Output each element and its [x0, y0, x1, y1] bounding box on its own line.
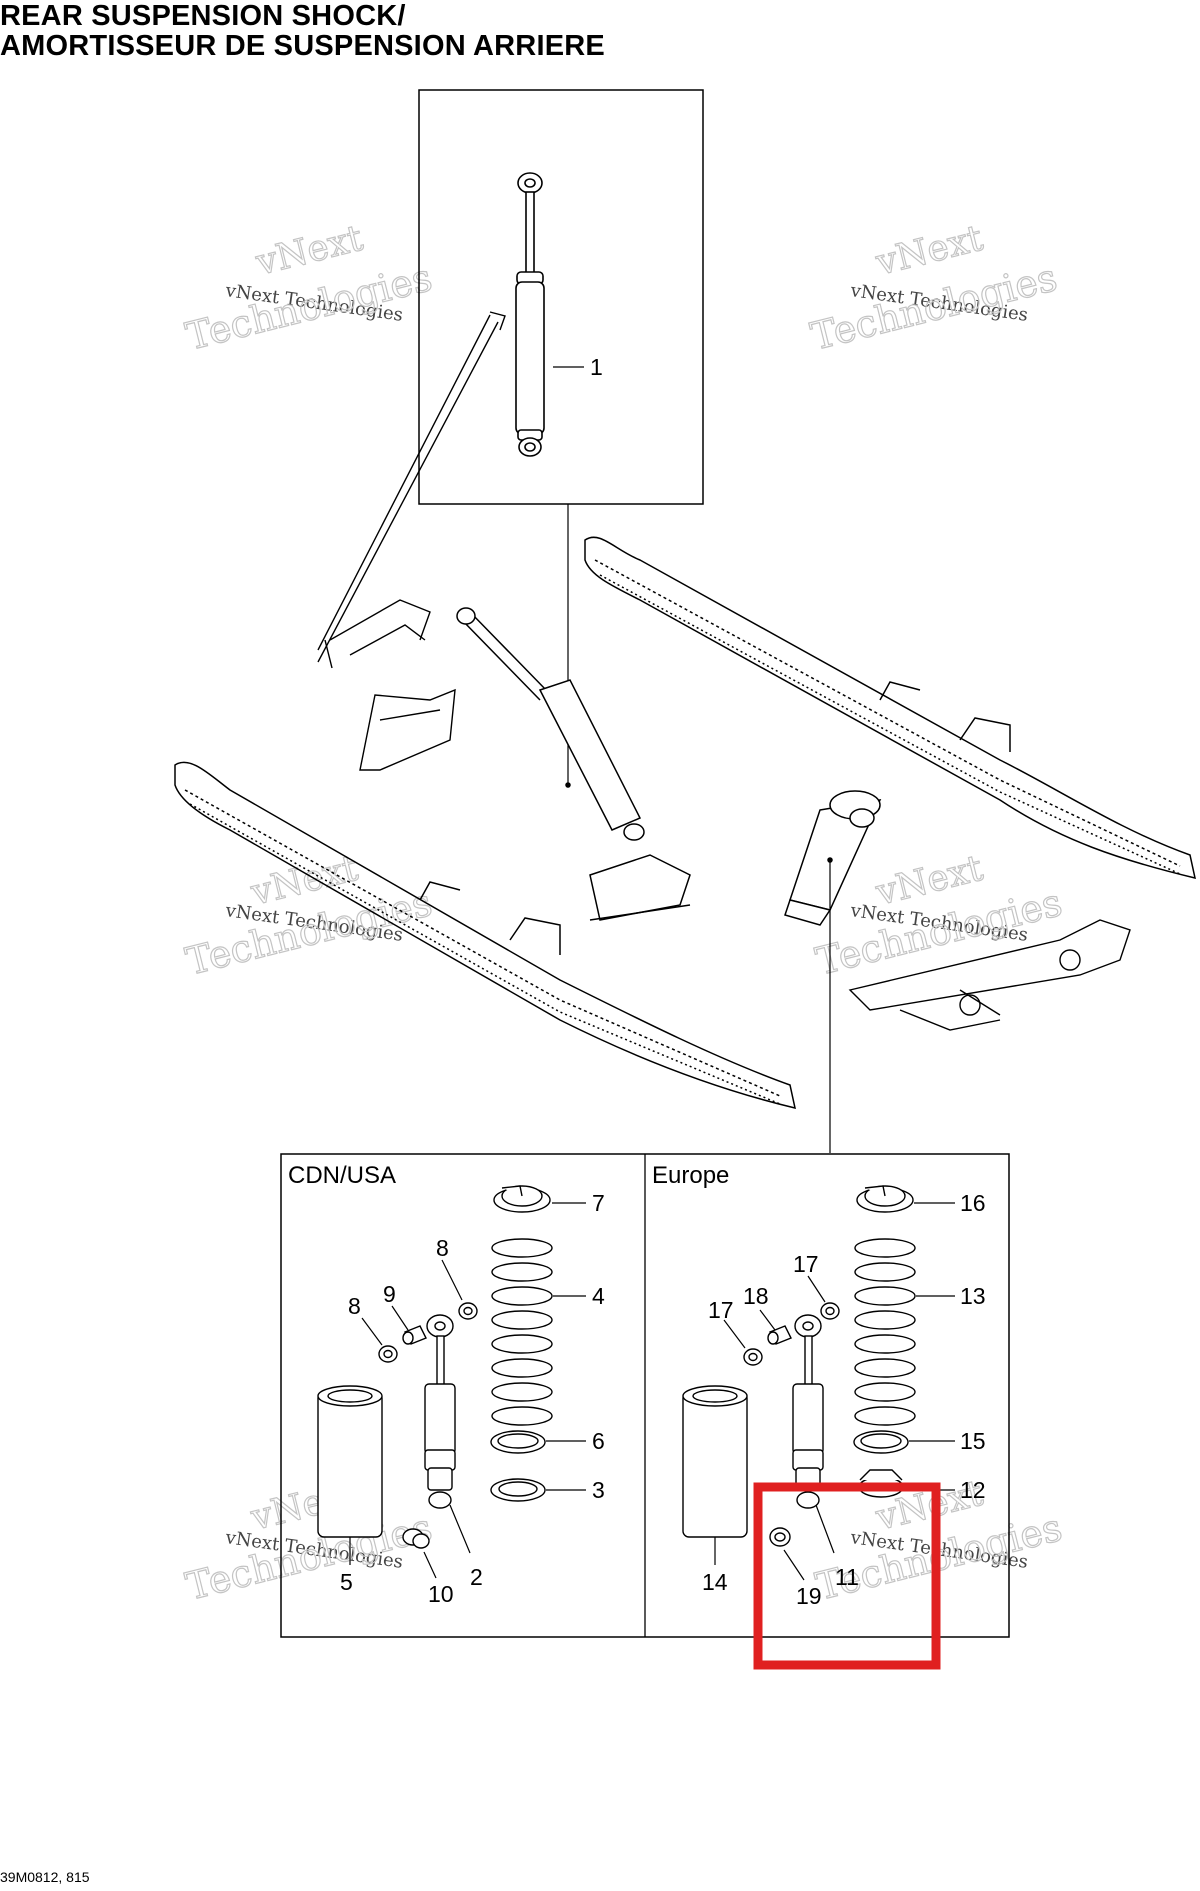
shock-body-2-drawing [424, 1314, 456, 1509]
callout-8-upper: 8 [436, 1235, 449, 1261]
bottom-box [280, 1153, 1010, 1638]
lower-shock-drawing [784, 790, 882, 926]
highlight-box [753, 1482, 941, 1670]
bushing-8-lower-drawing [378, 1345, 398, 1363]
callout-4: 4 [592, 1283, 605, 1309]
bushing-17-upper-drawing [820, 1302, 840, 1320]
ring-6-drawing [490, 1430, 546, 1454]
bushing-17-lower-drawing [743, 1348, 763, 1366]
watermark-bottom-left: vNext vNext Technologies Technologies [181, 1472, 437, 1609]
spring-4-drawing [491, 1238, 553, 1426]
callout-5: 5 [340, 1569, 353, 1595]
callout-6: 6 [592, 1428, 605, 1454]
shock-absorber-1-drawing [515, 172, 545, 457]
document-code: 39M0812, 815 [0, 1869, 90, 1885]
left-panel-leaders [349, 1202, 586, 1579]
callout-2: 2 [470, 1564, 483, 1590]
callout-1: 1 [590, 354, 603, 380]
callout-14: 14 [702, 1569, 728, 1595]
spring-retainer-16-drawing [856, 1185, 914, 1213]
page-title-french: AMORTISSEUR DE SUSPENSION ARRIERE [0, 30, 605, 62]
region-label-cdn-usa: CDN/USA [288, 1162, 396, 1189]
region-label-europe: Europe [652, 1162, 729, 1189]
watermark-top-right: vNext vNext Technologies Technologies [806, 217, 1062, 359]
page-title-english: REAR SUSPENSION SHOCK/ [0, 0, 406, 32]
watermark-top-left: vNext vNext Technologies Technologies [181, 217, 437, 359]
callout-10: 10 [428, 1581, 454, 1607]
callout-18: 18 [743, 1283, 769, 1309]
bushing-19-drawing [769, 1527, 791, 1547]
ring-15-drawing [853, 1430, 909, 1454]
callout-17-upper: 17 [793, 1251, 819, 1277]
callout-13: 13 [960, 1283, 986, 1309]
shock-body-11-drawing [792, 1314, 824, 1509]
callout-11: 11 [835, 1564, 859, 1590]
callout-7: 7 [592, 1190, 605, 1216]
sleeve-18-drawing [767, 1325, 792, 1345]
callout-17-lower: 17 [708, 1297, 734, 1323]
callout-16: 16 [960, 1190, 986, 1216]
boot-5-drawing [317, 1385, 383, 1538]
svg-text:vNext: vNext [871, 218, 987, 284]
callout-15: 15 [960, 1428, 986, 1454]
left-rail-drawing [174, 761, 796, 1110]
callout-3: 3 [592, 1477, 605, 1503]
watermark-middle-left: vNext vNext Technologies Technologies [181, 847, 437, 984]
callout-9: 9 [383, 1281, 396, 1307]
rear-arm-drawing [848, 919, 1131, 1031]
spring-retainer-7-drawing [493, 1185, 551, 1213]
right-panel-leaders [714, 1202, 955, 1581]
inset-box-shock-1 [418, 89, 704, 785]
washer-3-drawing [490, 1478, 546, 1502]
boot-14-drawing [682, 1385, 748, 1538]
bushing-10-drawing [402, 1528, 430, 1549]
callout-12: 12 [960, 1477, 986, 1503]
front-arm-drawing [317, 311, 506, 771]
bushing-8-upper-drawing [458, 1302, 478, 1320]
center-shock-drawing [456, 607, 691, 921]
callout-8-lower: 8 [348, 1293, 361, 1319]
spring-13-drawing [854, 1238, 916, 1426]
sleeve-9-drawing [402, 1325, 427, 1345]
callout-19: 19 [796, 1583, 822, 1609]
right-rail-drawing [584, 536, 1196, 880]
